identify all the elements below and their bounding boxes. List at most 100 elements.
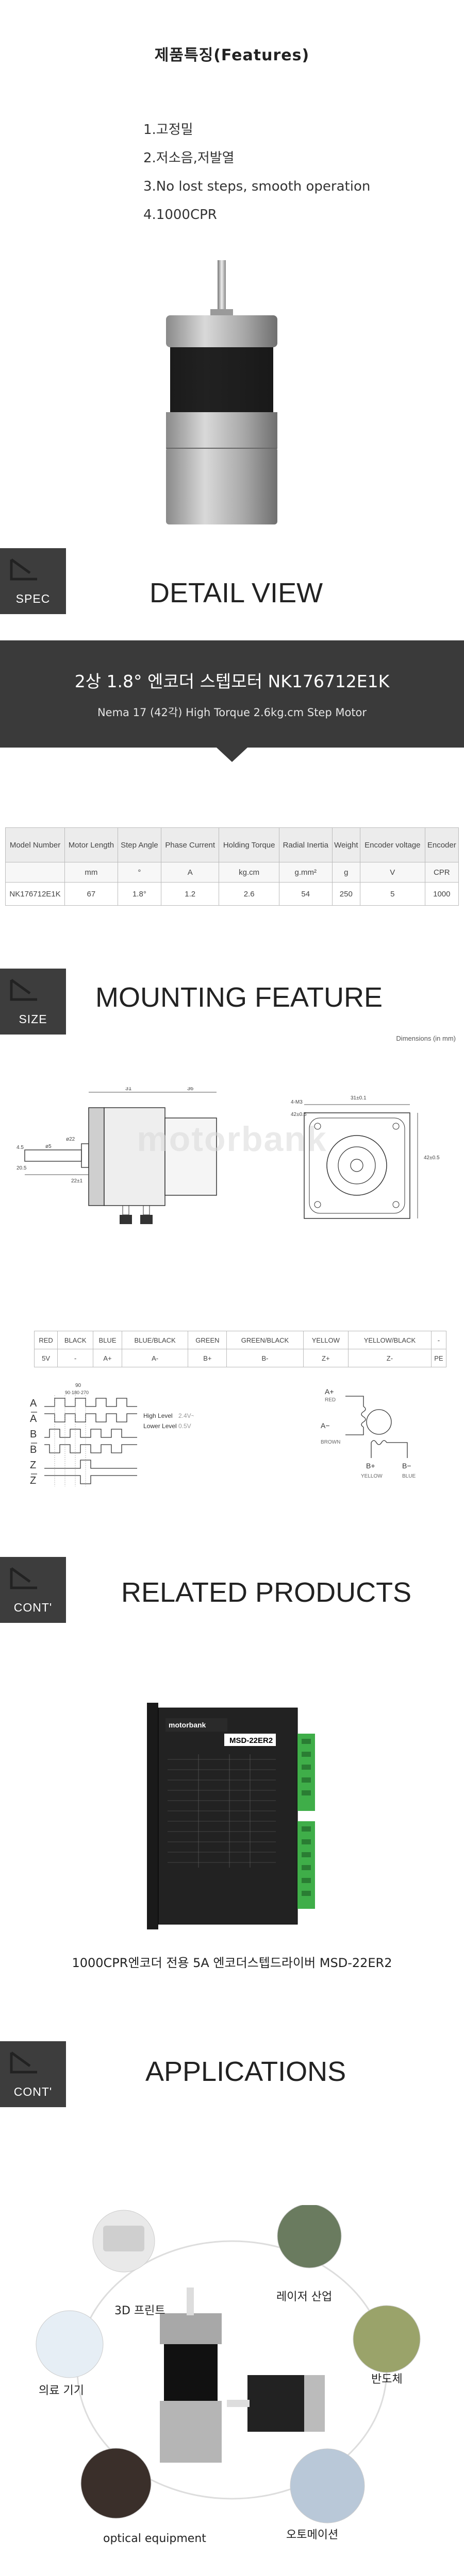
wire-color: GREEN — [188, 1331, 227, 1349]
feature-item: 1.고정밀 — [143, 122, 193, 138]
applications-badge: CONT' — [0, 2041, 66, 2107]
wire-signal: Z+ — [303, 1349, 349, 1367]
motor-side-view-drawing: 31 36 4.5 20.5 22±1 ø5 ø22 — [16, 1087, 217, 1224]
spec-unit: kg.cm — [219, 862, 279, 883]
timing-label: 90·180·270 — [65, 1390, 89, 1395]
spec-header: Encoder — [424, 827, 459, 862]
application-label: 오토메이션 — [286, 2529, 339, 2541]
signal-label-b-bar: B — [30, 1444, 37, 1455]
high-level-value: 2.4V~5V — [178, 1412, 194, 1419]
related-badge: CONT' — [0, 1557, 66, 1623]
signal-label-a-bar: A — [30, 1413, 37, 1425]
wire-color: GREEN/BLACK — [226, 1331, 304, 1349]
wire-color: BLUE/BLACK — [121, 1331, 189, 1349]
spec-unit: A — [161, 862, 220, 883]
related-product-caption: 1000CPR엔코더 전용 5A 엔코더스텝드라이버 MSD-22ER2 — [72, 1956, 392, 1970]
dim-label: 36 — [187, 1087, 193, 1092]
feature-item: 4.1000CPR — [143, 207, 217, 223]
spec-header: Encoder voltage — [360, 827, 425, 862]
spec-value: 250 — [332, 882, 361, 906]
spec-values-row: NK176712E1K 67 1.8° 1.2 2.6 54 250 5 100… — [5, 882, 459, 906]
spec-badge-label: SPEC — [15, 592, 51, 605]
spec-value: 67 — [64, 882, 118, 906]
spec-header: Radial Inertia — [278, 827, 333, 862]
spec-unit: mm — [64, 862, 118, 883]
corner-arrow-icon — [10, 558, 37, 581]
spec-value: 2.6 — [219, 882, 279, 906]
wire-signal: B- — [226, 1349, 304, 1367]
feature-item: 3.No lost steps, smooth operation — [143, 179, 371, 194]
spec-header: Phase Current — [161, 827, 220, 862]
dimensions-note: Dimensions (in mm) — [396, 1035, 456, 1042]
encoder-timing-diagram: 90 90·180·270 A A B B Z Z High Level 2.4… — [30, 1383, 194, 1486]
corner-arrow-icon — [10, 2051, 37, 2074]
watermark: motorbank — [137, 1120, 327, 1159]
timing-label: 90 — [75, 1383, 81, 1388]
application-label: 의료 기기 — [39, 2384, 84, 2397]
spec-header: Weight — [332, 827, 361, 862]
dim-label: ø5 — [45, 1144, 52, 1149]
application-label: 3D 프린트 — [114, 2304, 165, 2317]
dim-label: 42±0.5 — [291, 1112, 307, 1117]
coil-b-minus-color: BLUE — [402, 1473, 416, 1479]
motor-title: 2상 1.8° 엔코더 스텝모터 NK176712E1K — [74, 671, 390, 691]
spec-header: Holding Torque — [219, 827, 279, 862]
coil-b-minus: B− — [402, 1462, 411, 1470]
related-badge-label: CONT' — [13, 1601, 53, 1614]
coil-b-plus-color: YELLOW — [361, 1473, 383, 1479]
stepper-motor-photo — [166, 260, 277, 524]
spec-unit: g — [332, 862, 361, 883]
application-label: 레이저 산업 — [276, 2291, 333, 2303]
dim-label: 22±1 — [71, 1178, 83, 1184]
feature-list: 1.고정밀 2.저소음,저발열 3.No lost steps, smooth … — [143, 116, 370, 229]
low-level-label: Lower Level — [143, 1422, 177, 1430]
detail-view-title: DETAIL VIEW — [150, 578, 323, 608]
dim-label: 4.5 — [16, 1145, 24, 1150]
corner-arrow-icon — [10, 978, 37, 1001]
spec-unit: CPR — [424, 862, 459, 883]
related-products-title: RELATED PRODUCTS — [121, 1577, 412, 1608]
motor-front-view-drawing: 4-M3 31±0.1 42±0.5 42±0.5 — [291, 1095, 440, 1219]
applications-title: APPLICATIONS — [145, 2056, 346, 2087]
wire-color: BLACK — [57, 1331, 94, 1349]
spec-value: 1.2 — [161, 882, 220, 906]
coil-a-minus: A− — [321, 1421, 330, 1430]
coil-wiring-diagram: A+ RED A− BROWN B+ YELLOW B− BLUE — [321, 1387, 416, 1479]
spec-header: Step Angle — [117, 827, 162, 862]
dim-label: ø22 — [66, 1137, 75, 1142]
spec-table: Model Number Motor Length Step Angle Pha… — [5, 827, 459, 906]
spec-unit — [5, 862, 65, 883]
features-title: 제품특징(Features) — [154, 46, 310, 64]
wire-color: YELLOW — [303, 1331, 349, 1349]
spec-unit: ° — [117, 862, 162, 883]
wire-signal: PE — [430, 1349, 447, 1367]
dim-label: 31 — [125, 1087, 131, 1092]
wire-color: RED — [34, 1331, 58, 1349]
spec-value: 54 — [278, 882, 333, 906]
application-label: 반도체 — [371, 2373, 403, 2386]
spec-value: 1000 — [424, 882, 459, 906]
wire-signal: Z- — [348, 1349, 432, 1367]
wire-signal: B+ — [188, 1349, 227, 1367]
spec-header: Model Number — [5, 827, 65, 862]
driver-product-photo: motorbank MSD-22ER2 — [147, 1703, 315, 1929]
spec-units-row: mm ° A kg.cm g.mm² g V CPR — [5, 862, 459, 883]
corner-arrow-icon — [10, 1567, 37, 1589]
feature-item: 2.저소음,저발열 — [143, 150, 235, 166]
wire-signal: 5V — [34, 1349, 58, 1367]
applications-badge-label: CONT' — [13, 2085, 53, 2098]
wire-color: BLUE — [93, 1331, 122, 1349]
coil-a-plus-color: RED — [325, 1397, 336, 1403]
coil-b-plus: B+ — [366, 1462, 375, 1470]
signal-label-z-bar: Z — [30, 1475, 36, 1486]
wire-color: YELLOW/BLACK — [348, 1331, 432, 1349]
wire-color-row: RED BLACK BLUE BLUE/BLACK GREEN GREEN/BL… — [34, 1331, 447, 1349]
spec-unit: V — [360, 862, 425, 883]
driver-brand: motorbank — [169, 1721, 206, 1729]
wire-signal: A- — [121, 1349, 189, 1367]
signal-label-z: Z — [30, 1460, 36, 1471]
coil-a-plus: A+ — [325, 1387, 334, 1396]
mounting-feature-title: MOUNTING FEATURE — [95, 982, 383, 1013]
spec-value: 1.8° — [117, 882, 162, 906]
dim-label: 4-M3 — [291, 1099, 303, 1105]
